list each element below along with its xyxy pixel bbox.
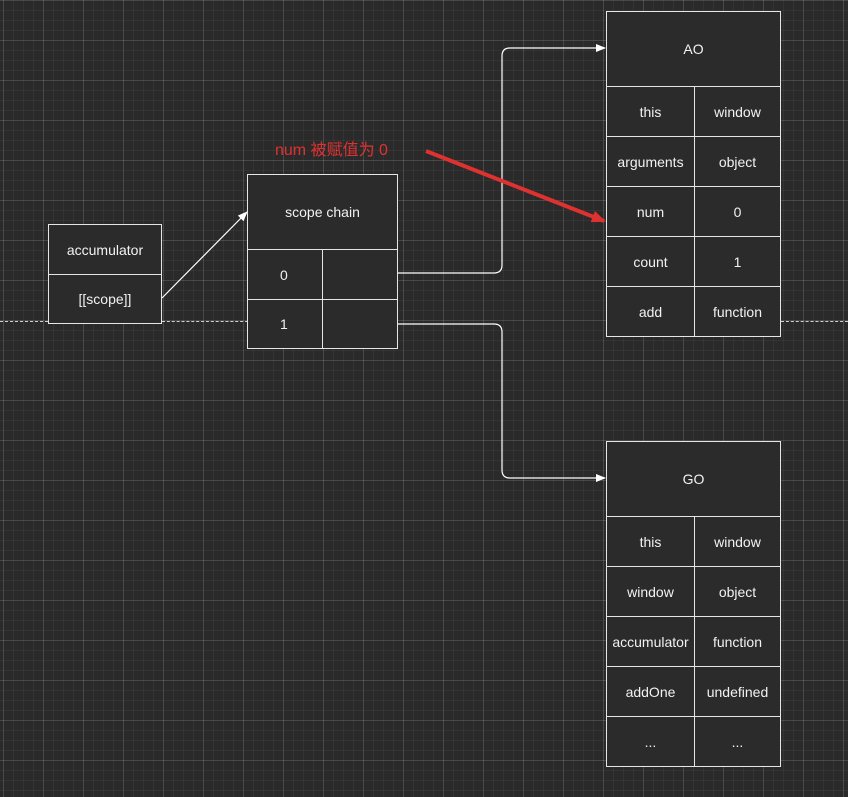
go-key-this: this bbox=[606, 516, 695, 567]
accumulator-scope-slot: [[scope]] bbox=[48, 274, 162, 324]
guide-line-middle bbox=[162, 321, 248, 322]
go-key-more: ... bbox=[606, 716, 695, 767]
ao-title: AO bbox=[606, 11, 781, 87]
ao-key-this: this bbox=[606, 86, 695, 137]
go-value-more: ... bbox=[694, 716, 781, 767]
go-key-window: window bbox=[606, 566, 695, 617]
scope-to-scope-chain-arrow bbox=[161, 211, 248, 299]
ao-value-arguments: object bbox=[694, 136, 781, 187]
ao-key-arguments: arguments bbox=[606, 136, 695, 187]
ao-value-num: 0 bbox=[694, 186, 781, 237]
ao-value-count: 1 bbox=[694, 236, 781, 287]
go-key-addone: addOne bbox=[606, 666, 695, 717]
scope-chain-value-1 bbox=[322, 299, 398, 349]
scope-chain-value-0 bbox=[322, 249, 398, 300]
ao-key-count: count bbox=[606, 236, 695, 287]
scope-chain-title: scope chain bbox=[247, 174, 398, 250]
scope-chain-index-0: 0 bbox=[247, 249, 323, 300]
guide-line-right bbox=[781, 321, 848, 322]
chain-0-to-ao-arrow bbox=[398, 44, 606, 274]
go-value-window: object bbox=[694, 566, 781, 617]
annotation-label: num 被赋值为 0 bbox=[275, 142, 388, 159]
go-value-addone: undefined bbox=[694, 666, 781, 717]
chain-1-to-go-arrow bbox=[398, 323, 606, 482]
go-value-this: window bbox=[694, 516, 781, 567]
accumulator-name: accumulator bbox=[48, 224, 162, 275]
scope-chain-index-1: 1 bbox=[247, 299, 323, 349]
ao-key-add: add bbox=[606, 286, 695, 337]
ao-value-this: window bbox=[694, 86, 781, 137]
go-value-accumulator: function bbox=[694, 616, 781, 667]
annotation-arrow bbox=[425, 149, 606, 223]
guide-line-left bbox=[0, 321, 48, 322]
ao-key-num: num bbox=[606, 186, 695, 237]
go-title: GO bbox=[606, 441, 781, 517]
go-key-accumulator: accumulator bbox=[606, 616, 695, 667]
ao-value-add: function bbox=[694, 286, 781, 337]
